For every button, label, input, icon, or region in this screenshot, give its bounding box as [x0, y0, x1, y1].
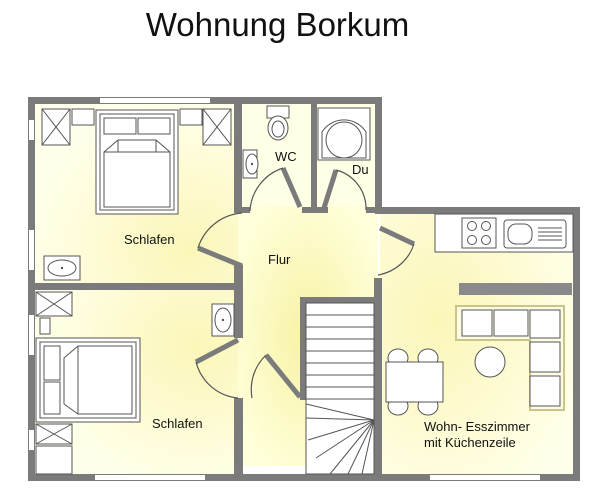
wall — [234, 283, 243, 338]
double-bed-icon — [35, 337, 141, 423]
stair-area — [305, 302, 375, 475]
wall — [300, 297, 380, 303]
corner-sofa-icon — [455, 305, 565, 411]
label-shower: Du — [352, 162, 369, 177]
dining-table-icon — [385, 348, 444, 416]
washbasin-icon — [43, 255, 81, 281]
washbasin-icon — [211, 303, 235, 337]
wall — [375, 97, 382, 214]
label-living-line1: Wohn- Esszimmer — [424, 419, 531, 434]
door-arc — [250, 354, 267, 399]
wall — [234, 265, 243, 289]
wall — [234, 398, 243, 481]
sideboard — [459, 283, 572, 295]
window — [95, 475, 205, 480]
door-arc — [249, 167, 284, 212]
kitchen-counter-icon — [434, 213, 574, 253]
label-hallway: Flur — [268, 252, 291, 267]
wall — [573, 207, 580, 481]
door-leaf — [321, 169, 339, 209]
nightstand-icon — [202, 108, 232, 146]
wall — [375, 207, 580, 214]
door-leaf — [194, 337, 240, 365]
wall — [302, 207, 328, 213]
sink-icon — [242, 149, 259, 179]
wall — [28, 474, 580, 481]
nightstand-icon — [41, 108, 71, 146]
bedroom-bottom-furniture — [35, 291, 235, 475]
coffee-table-icon — [474, 346, 506, 378]
toilet-icon — [266, 105, 290, 141]
wall — [234, 207, 250, 213]
window — [430, 475, 540, 480]
label-bedroom-top: Schlafen — [124, 232, 175, 247]
shelf — [35, 445, 73, 475]
bedroom-top-furniture — [41, 108, 232, 281]
shelf — [71, 108, 95, 126]
window — [29, 315, 34, 355]
door-leaf — [264, 353, 302, 399]
wardrobe-icon — [35, 423, 73, 445]
window — [100, 98, 210, 103]
label-living-line2: mit Küchenzeile — [424, 435, 516, 450]
doors — [194, 167, 416, 399]
wall — [234, 97, 242, 213]
door-arc — [195, 361, 239, 399]
door-leaf — [378, 225, 416, 247]
door-arc — [197, 212, 243, 249]
wall — [300, 297, 306, 400]
wall — [28, 283, 243, 290]
door-leaf — [197, 245, 243, 269]
wall — [366, 207, 382, 213]
wardrobe-icon — [35, 291, 73, 317]
windows — [29, 98, 540, 480]
label-bedroom-bottom: Schlafen — [152, 416, 203, 431]
window — [29, 430, 34, 450]
double-bed-icon — [95, 109, 179, 215]
door-leaf — [280, 167, 303, 208]
window — [29, 230, 34, 270]
room-labels: Schlafen WC Du Flur Schlafen Wohn- Esszi… — [124, 149, 531, 450]
living-room-furniture — [385, 213, 574, 416]
door-arc — [377, 243, 415, 276]
stair-treads — [305, 314, 375, 475]
wall — [374, 278, 382, 481]
window — [29, 120, 34, 140]
shower-icon — [317, 107, 371, 161]
shelf — [179, 108, 203, 126]
label-wc: WC — [275, 149, 297, 164]
wc-furniture — [242, 105, 290, 179]
wall — [311, 97, 317, 213]
plan-title: Wohnung Borkum — [145, 6, 410, 43]
shelf — [39, 317, 51, 335]
door-arc — [335, 169, 367, 211]
staircase — [305, 302, 375, 475]
